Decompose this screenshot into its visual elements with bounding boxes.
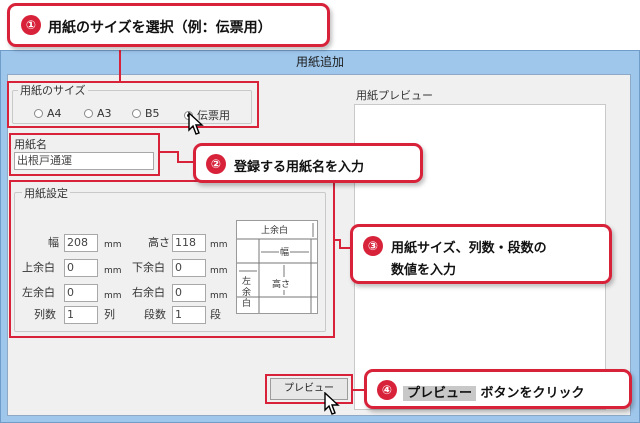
radio-a3[interactable]: A3 xyxy=(84,107,112,120)
radio-a4-label: A4 xyxy=(47,107,62,120)
width-unit: mm xyxy=(104,240,122,250)
radio-denpyo-label: 伝票用 xyxy=(197,109,230,122)
margin-left-unit: mm xyxy=(104,291,122,301)
mouse-cursor-icon xyxy=(188,112,204,135)
callout-1-text: 用紙のサイズを選択（例：伝票用） xyxy=(48,20,272,36)
margin-right-input[interactable]: 0 xyxy=(172,284,206,302)
layout-diagram: 上余白 幅 高さ 左余白 xyxy=(236,220,318,314)
margin-top-unit: mm xyxy=(104,266,122,276)
height-unit: mm xyxy=(210,240,228,250)
radio-a3-dot[interactable] xyxy=(84,109,93,118)
paper-name-label: 用紙名 xyxy=(14,138,47,151)
callout-1: ① 用紙のサイズを選択（例：伝票用） xyxy=(7,3,330,47)
columns-label: 列数 xyxy=(34,308,56,321)
height-input[interactable]: 118 xyxy=(172,234,206,252)
settings-group xyxy=(14,192,326,332)
callout-2: ② 登録する用紙名を入力 xyxy=(193,143,423,183)
margin-top-input[interactable]: 0 xyxy=(64,259,98,277)
rows-unit: 段 xyxy=(210,308,221,321)
callout-3-line1: 用紙サイズ、列数・段数の xyxy=(391,241,547,256)
paper-size-group xyxy=(12,90,252,124)
radio-b5[interactable]: B5 xyxy=(132,107,160,120)
callout-2-text: 登録する用紙名を入力 xyxy=(234,160,365,175)
callout-4: ④ プレビュー ボタンをクリック xyxy=(364,369,632,409)
radio-a3-label: A3 xyxy=(97,107,112,120)
columns-unit: 列 xyxy=(104,308,115,321)
callout-2-number: ② xyxy=(206,154,226,174)
paper-size-legend: 用紙のサイズ xyxy=(18,84,88,97)
margin-right-unit: mm xyxy=(210,291,228,301)
callout-4-text-row: プレビュー ボタンをクリック xyxy=(403,382,585,401)
margin-bottom-label: 下余白 xyxy=(132,261,165,274)
margin-left-label: 左余白 xyxy=(22,286,55,299)
callout-4-text: ボタンをクリック xyxy=(480,386,585,401)
preview-button[interactable]: プレビュー xyxy=(270,378,348,400)
margin-left-input[interactable]: 0 xyxy=(64,284,98,302)
highlight-paper-size xyxy=(7,81,259,128)
margin-top-label: 上余白 xyxy=(22,261,55,274)
diagram-left-margin: 左余白 xyxy=(242,277,252,309)
paper-name-input[interactable]: 出根戸通運 xyxy=(14,152,154,170)
callout-3-line2: 数値を入力 xyxy=(391,263,457,278)
diagram-width: 幅 xyxy=(279,245,291,258)
radio-b5-label: B5 xyxy=(145,107,160,120)
settings-legend: 用紙設定 xyxy=(22,187,70,200)
width-input[interactable]: 208 xyxy=(64,234,98,252)
highlight-settings xyxy=(9,180,335,338)
callout-3-number: ③ xyxy=(363,236,383,256)
callout-4-number: ④ xyxy=(377,380,397,400)
columns-input[interactable]: 1 xyxy=(64,306,98,324)
diagram-height: 高さ xyxy=(272,277,291,290)
margin-bottom-unit: mm xyxy=(210,266,228,276)
radio-a4[interactable]: A4 xyxy=(34,107,62,120)
radio-a4-dot[interactable] xyxy=(34,109,43,118)
radio-b5-dot[interactable] xyxy=(132,109,141,118)
window-title: 用紙追加 xyxy=(295,55,344,69)
callout-1-number: ① xyxy=(21,15,41,35)
preview-legend: 用紙プレビュー xyxy=(354,89,435,102)
width-label: 幅 xyxy=(48,236,59,249)
highlight-preview-button xyxy=(265,374,353,404)
callout-3: ③ 用紙サイズ、列数・段数の 数値を入力 xyxy=(350,224,612,284)
margin-bottom-input[interactable]: 0 xyxy=(172,259,206,277)
rows-label: 段数 xyxy=(144,308,166,321)
callout-4-highlight: プレビュー xyxy=(403,386,477,401)
height-label: 高さ xyxy=(148,236,170,249)
rows-input[interactable]: 1 xyxy=(172,306,206,324)
diagram-top-margin: 上余白 xyxy=(261,226,289,236)
margin-right-label: 右余白 xyxy=(132,286,165,299)
mouse-cursor-icon xyxy=(324,392,340,415)
highlight-paper-name xyxy=(9,133,160,176)
